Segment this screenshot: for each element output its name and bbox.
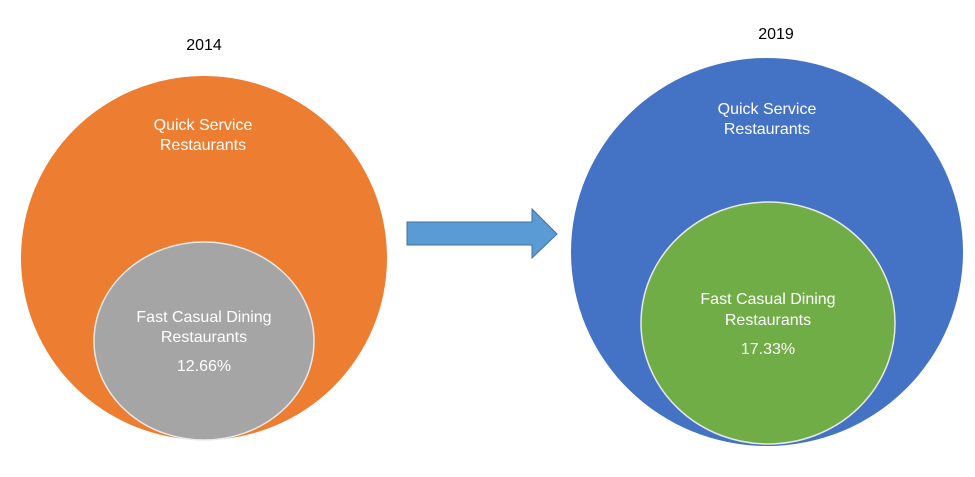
group-2019: 2019 Quick Service Restaurants Fast Casu…: [571, 26, 963, 446]
group-2014: 2014 Quick Service Restaurants Fast Casu…: [21, 37, 387, 441]
year-label-2019: 2019: [758, 26, 794, 43]
outer-label-line1-2019: Quick Service: [718, 101, 817, 118]
inner-label-line2-2019: Restaurants: [725, 312, 811, 329]
outer-label-line2-2014: Restaurants: [160, 137, 246, 154]
outer-label-line1-2014: Quick Service: [154, 117, 253, 134]
inner-circle-fast-casual-2019: [640, 201, 896, 445]
inner-value-2014: 12.66%: [177, 358, 231, 375]
inner-label-line1-2019: Fast Casual Dining: [700, 291, 835, 308]
inner-value-2019: 17.33%: [741, 341, 795, 358]
outer-label-line2-2019: Restaurants: [724, 121, 810, 138]
year-label-2014: 2014: [186, 37, 222, 54]
right-arrow-icon: [406, 207, 558, 260]
inner-label-line2-2014: Restaurants: [161, 329, 247, 346]
inner-circle-fast-casual-2014: [93, 241, 315, 441]
inner-label-line1-2014: Fast Casual Dining: [136, 309, 271, 326]
